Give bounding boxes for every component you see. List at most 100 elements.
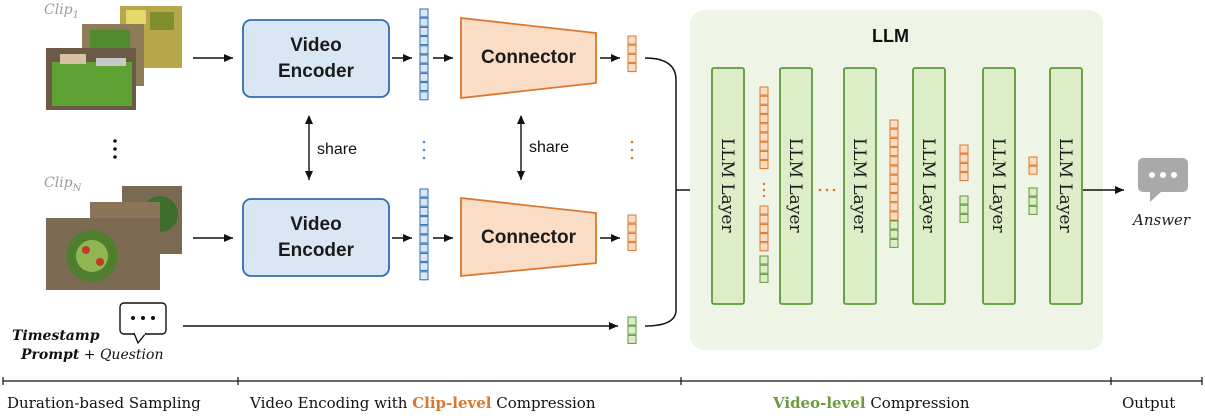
- timestamp-prompt-text: Timestamp Prompt + Question: [12, 328, 164, 363]
- orange-token-ellipsis: [630, 140, 634, 160]
- inter-layer-token: [759, 223, 769, 233]
- inter-layer-token: [759, 141, 769, 151]
- encoder-token: [419, 54, 429, 64]
- inter-layer-token: [959, 204, 969, 214]
- clip-n-frames: [46, 186, 182, 290]
- inter-layer-token: [759, 233, 769, 243]
- inter-layer-token: [959, 213, 969, 223]
- inter-layer-token: [889, 193, 899, 203]
- video-encoder-bottom: [242, 198, 390, 277]
- connector-tokens-top: [627, 35, 637, 73]
- llm-layer-label-5: LLM Layer: [988, 138, 1008, 233]
- inter-layer-token: [759, 150, 769, 160]
- llm-layer-3: [843, 67, 877, 305]
- llm-title: LLM: [872, 26, 909, 46]
- connector-token: [627, 242, 637, 252]
- encoder-token: [419, 262, 429, 272]
- inter-layer-token: [759, 242, 769, 252]
- inter-layer-token: [889, 137, 899, 147]
- inter-layer-token: [759, 104, 769, 114]
- inter-layer-token: [889, 156, 899, 166]
- inter-layer-token: [759, 264, 769, 274]
- connector-top: [460, 16, 597, 100]
- encoder-token: [419, 45, 429, 55]
- llm-layers: [711, 67, 1083, 305]
- llm-layer-6: [1049, 67, 1083, 305]
- llm-layer-label-3: LLM Layer: [849, 138, 869, 233]
- connector-token: [627, 44, 637, 54]
- inter-layer-token: [759, 273, 769, 283]
- prompt-token: [627, 325, 637, 335]
- llm-layer-label-6: LLM Layer: [1055, 138, 1075, 233]
- inter-layer-token: [959, 162, 969, 172]
- encoder-token: [419, 8, 429, 18]
- encoder-token: [419, 26, 429, 36]
- encoder-token: [419, 91, 429, 101]
- video-encoder-top: [242, 19, 390, 98]
- llm-layer-label-4: LLM Layer: [918, 138, 938, 233]
- section-clip-compression: Video Encoding with Clip-level Compressi…: [250, 394, 596, 412]
- prompt-token: [627, 334, 637, 344]
- inter-layer-token: [959, 172, 969, 182]
- answer-label: Answer: [1133, 211, 1191, 229]
- inter-layer-token: [759, 95, 769, 105]
- inter-layer-token: [759, 214, 769, 224]
- inter-layer-token: [889, 174, 899, 184]
- section-divider: [2, 377, 1203, 385]
- inter-layer-token: [889, 229, 899, 239]
- encoder-token: [419, 252, 429, 262]
- inter-layer-token: [1028, 156, 1038, 166]
- connector-token: [627, 35, 637, 45]
- prompt-token: [627, 316, 637, 326]
- inter-layer-token: [889, 202, 899, 212]
- prompt-tokens: [627, 316, 637, 344]
- inter-layer-token: [959, 144, 969, 154]
- clip-1-frames: [46, 6, 182, 110]
- clip-ellipsis: [113, 139, 117, 159]
- inter-layer-token: [889, 183, 899, 193]
- llm-layer-label-1: LLM Layer: [717, 138, 737, 233]
- inter-layer-token: [759, 86, 769, 96]
- inter-layer-token: [759, 255, 769, 265]
- connector-tokens-bottom: [627, 214, 637, 252]
- clip-n-label: ClipN: [44, 175, 82, 194]
- inter-layer-token: [1028, 187, 1038, 197]
- encoder-token: [419, 216, 429, 226]
- connector-token: [627, 214, 637, 224]
- encoder-tokens-top: [419, 8, 429, 101]
- blue-token-ellipsis: [422, 140, 426, 160]
- answer-chat-icon: [1138, 158, 1188, 202]
- llm-layer-label-2: LLM Layer: [785, 138, 805, 233]
- connector-token: [627, 232, 637, 242]
- inter-layer-token: [959, 195, 969, 205]
- chat-bubble-icon: [119, 302, 167, 344]
- encoder-token: [419, 82, 429, 92]
- share-label-encoder: share: [317, 141, 358, 158]
- encoder-token: [419, 225, 429, 235]
- connector-token: [627, 223, 637, 233]
- inter-layer-token: [759, 160, 769, 170]
- encoder-token: [419, 197, 429, 207]
- inter-layer-token: [1028, 165, 1038, 175]
- inter-layer-token: [759, 205, 769, 215]
- section-sampling: Duration-based Sampling: [7, 394, 201, 412]
- encoder-token: [419, 36, 429, 46]
- encoder-token: [419, 188, 429, 198]
- inter-layer-token: [759, 123, 769, 133]
- llm-layer-4: [912, 67, 946, 305]
- inter-layer-token: [889, 119, 899, 129]
- encoder-tokens-bottom: [419, 188, 429, 281]
- section-output: Output: [1122, 394, 1176, 412]
- encoder-token: [419, 63, 429, 73]
- inter-layer-token: [959, 153, 969, 163]
- inter-layer-token: [889, 147, 899, 157]
- inter-layer-token: [759, 132, 769, 142]
- encoder-token: [419, 206, 429, 216]
- encoder-token: [419, 17, 429, 27]
- encoder-token: [419, 271, 429, 281]
- encoder-token: [419, 234, 429, 244]
- llm-layer-2: [779, 67, 813, 305]
- clip-1-label: Clip1: [44, 2, 80, 21]
